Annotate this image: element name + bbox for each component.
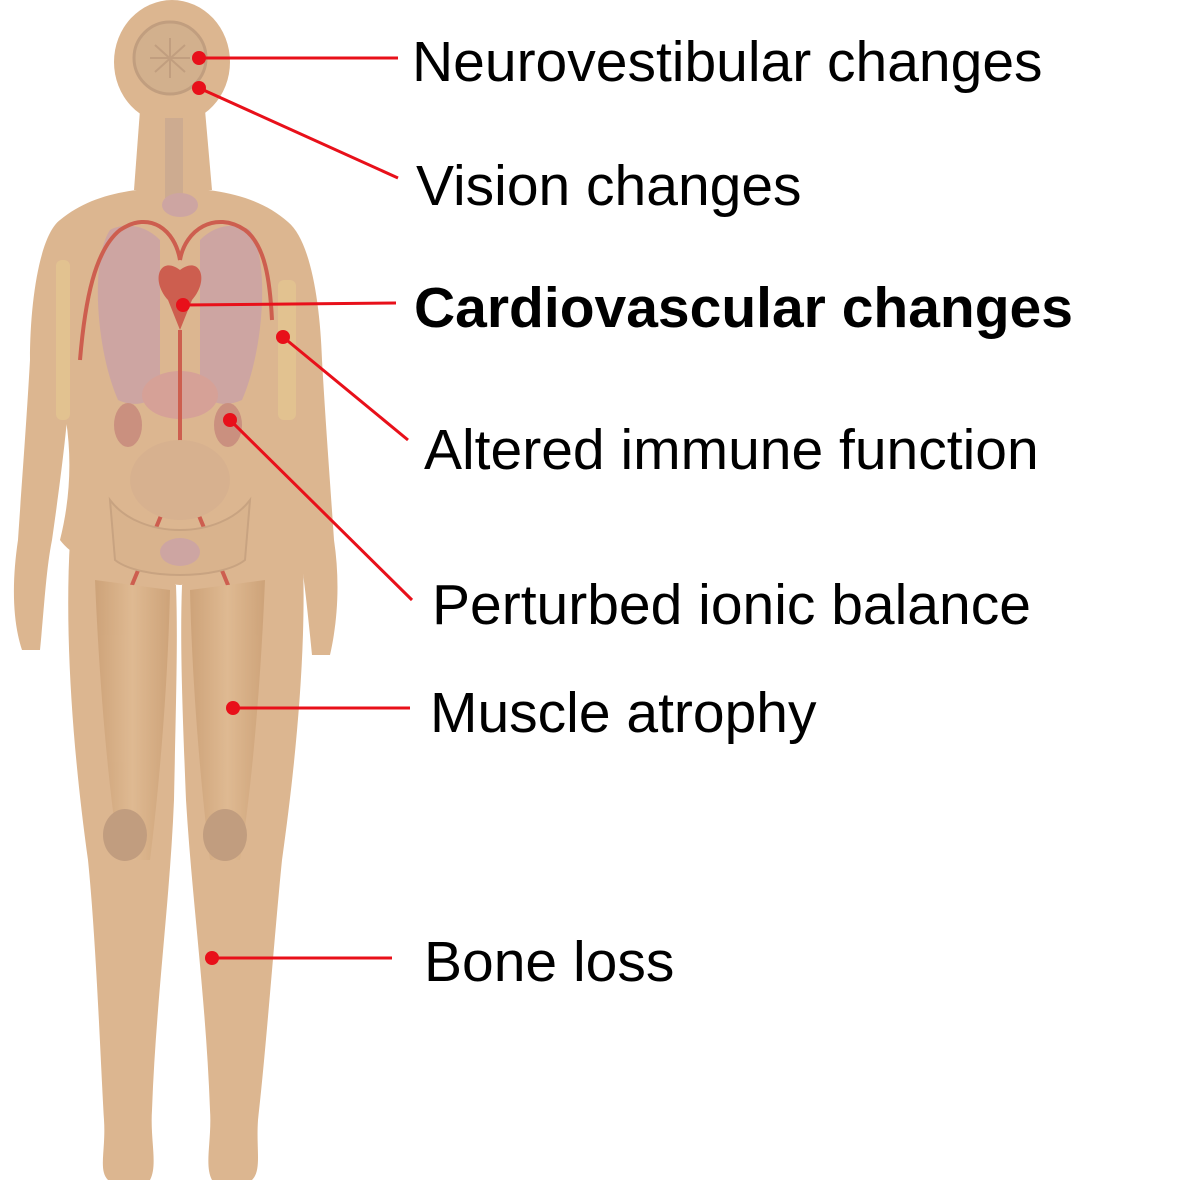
red-dot-marker-icon (226, 701, 240, 715)
label-neurovestibular: Neurovestibular changes (412, 34, 1043, 91)
red-dot-marker-icon (276, 330, 290, 344)
label-muscle: Muscle atrophy (430, 685, 817, 742)
label-bone: Bone loss (424, 934, 674, 991)
leader-line-cardiovascular (183, 303, 396, 305)
label-ionic: Perturbed ionic balance (432, 577, 1031, 634)
label-vision: Vision changes (416, 158, 802, 215)
label-cardiovascular: Cardiovascular changes (414, 280, 1073, 337)
red-dot-marker-icon (176, 298, 190, 312)
leader-line-vision (199, 88, 398, 178)
label-immune: Altered immune function (424, 422, 1039, 479)
red-dot-marker-icon (192, 81, 206, 95)
red-dot-marker-icon (205, 951, 219, 965)
red-dot-marker-icon (223, 413, 237, 427)
red-dot-marker-icon (192, 51, 206, 65)
